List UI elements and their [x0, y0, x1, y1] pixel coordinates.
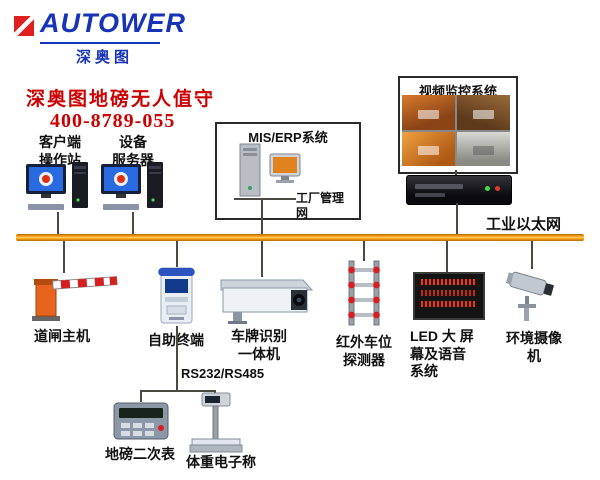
kiosk-icon: [158, 267, 195, 324]
video-feed-tile: [402, 95, 455, 130]
mis-erp-title: MIS/ERP系统: [248, 130, 328, 145]
brand-subtitle: 深奥图: [76, 49, 134, 66]
connector-line-video-dvr: [455, 170, 457, 175]
barrier-label: 道闸主机: [34, 328, 90, 344]
video-feed-tile: [457, 95, 510, 130]
client-label: 客户端 操作站: [39, 134, 81, 168]
connector-line-client: [57, 212, 59, 234]
connector-line-serial-branch: [140, 390, 216, 392]
mis-lan-label: 工厂管理网: [296, 191, 345, 220]
logo-mark-icon: [14, 16, 34, 36]
connector-line-server: [132, 212, 134, 234]
video-feed-tile: [402, 131, 455, 166]
ethernet-label: 工业以太网: [486, 216, 562, 233]
connector-line-led: [446, 241, 448, 273]
page-title: 深奥图地磅无人值守: [26, 89, 216, 110]
camera-label: 环境摄像 机: [506, 330, 562, 364]
connector-line-camera: [531, 241, 533, 269]
lpr-label: 车牌识别 一体机: [231, 328, 287, 362]
server-label: 设备 服务器: [112, 134, 154, 168]
video-feed-grid: [402, 95, 510, 166]
ethernet-bus: [16, 234, 584, 241]
connector-line-indicator: [140, 390, 142, 402]
phone-number: 400-8789-055: [50, 110, 176, 132]
connector-line-kiosk-down: [176, 326, 178, 390]
client-computer-icon: [26, 162, 88, 210]
mis-lan-line: [234, 198, 296, 200]
barrier-gate-icon: [32, 276, 118, 321]
cctv-camera-icon: [505, 271, 554, 321]
scale-icon: [189, 392, 243, 453]
led-display-icon: [413, 272, 485, 320]
server-computer-icon: [101, 162, 163, 210]
led-label: LED 大 屏 幕及语音 系统: [410, 328, 474, 379]
connector-line-dvr: [456, 203, 458, 234]
dvr-icon: [406, 175, 512, 205]
indicator-label: 地磅二次表: [105, 446, 175, 462]
infrared-label: 红外车位 探测器: [336, 334, 392, 368]
connector-line-lpr: [261, 241, 263, 277]
video-feed-tile: [457, 131, 510, 166]
serial-label: RS232/RS485: [181, 366, 265, 381]
connector-line-barrier: [63, 241, 65, 273]
lpr-camera-icon: [220, 279, 314, 324]
infrared-detector-icon: [348, 260, 380, 326]
indicator-icon: [113, 402, 169, 440]
connector-line-kiosk: [176, 241, 178, 267]
scale-label: 体重电子称: [186, 454, 256, 470]
brand-text: AUTOWER: [40, 8, 186, 38]
connector-line-mis: [261, 198, 263, 234]
connector-line-infrared: [363, 241, 365, 261]
brand-underline: [40, 42, 160, 44]
server-tower-icon: [239, 143, 301, 197]
